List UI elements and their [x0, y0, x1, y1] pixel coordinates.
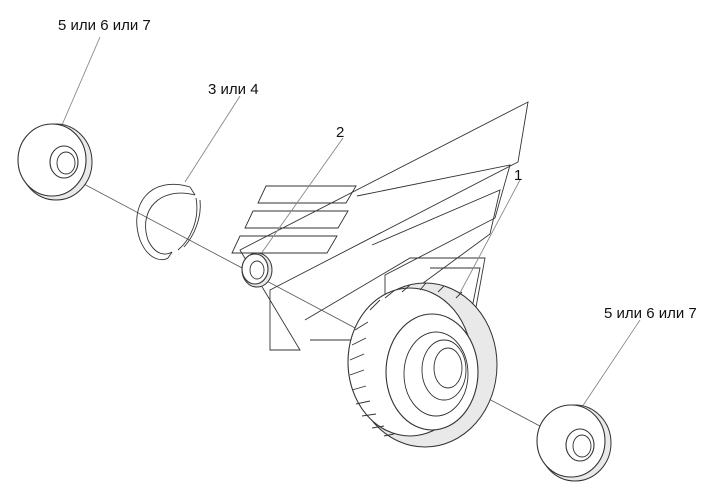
- circlip-ring: [136, 183, 201, 261]
- leader-circlip: [184, 95, 241, 183]
- leader-bearing-top: [61, 36, 101, 126]
- leader-spacer: [257, 137, 344, 259]
- spacer-bushing: [241, 252, 273, 288]
- callout-spacer: 2: [336, 124, 344, 141]
- leader-bearing-bottom: [579, 319, 641, 411]
- callout-bearing-bottom: 5 или 6 или 7: [604, 305, 697, 322]
- assembly-axis: [47, 164, 586, 451]
- callout-wheel: 1: [514, 167, 522, 184]
- wheel-tire: [347, 282, 498, 448]
- callout-bearing-top: 5 или 6 или 7: [58, 17, 151, 34]
- logo-watermark: [231, 101, 529, 351]
- bearing-top-left: [17, 123, 93, 201]
- callout-circlip: 3 или 4: [208, 81, 259, 98]
- bearing-bottom-right: [536, 404, 612, 482]
